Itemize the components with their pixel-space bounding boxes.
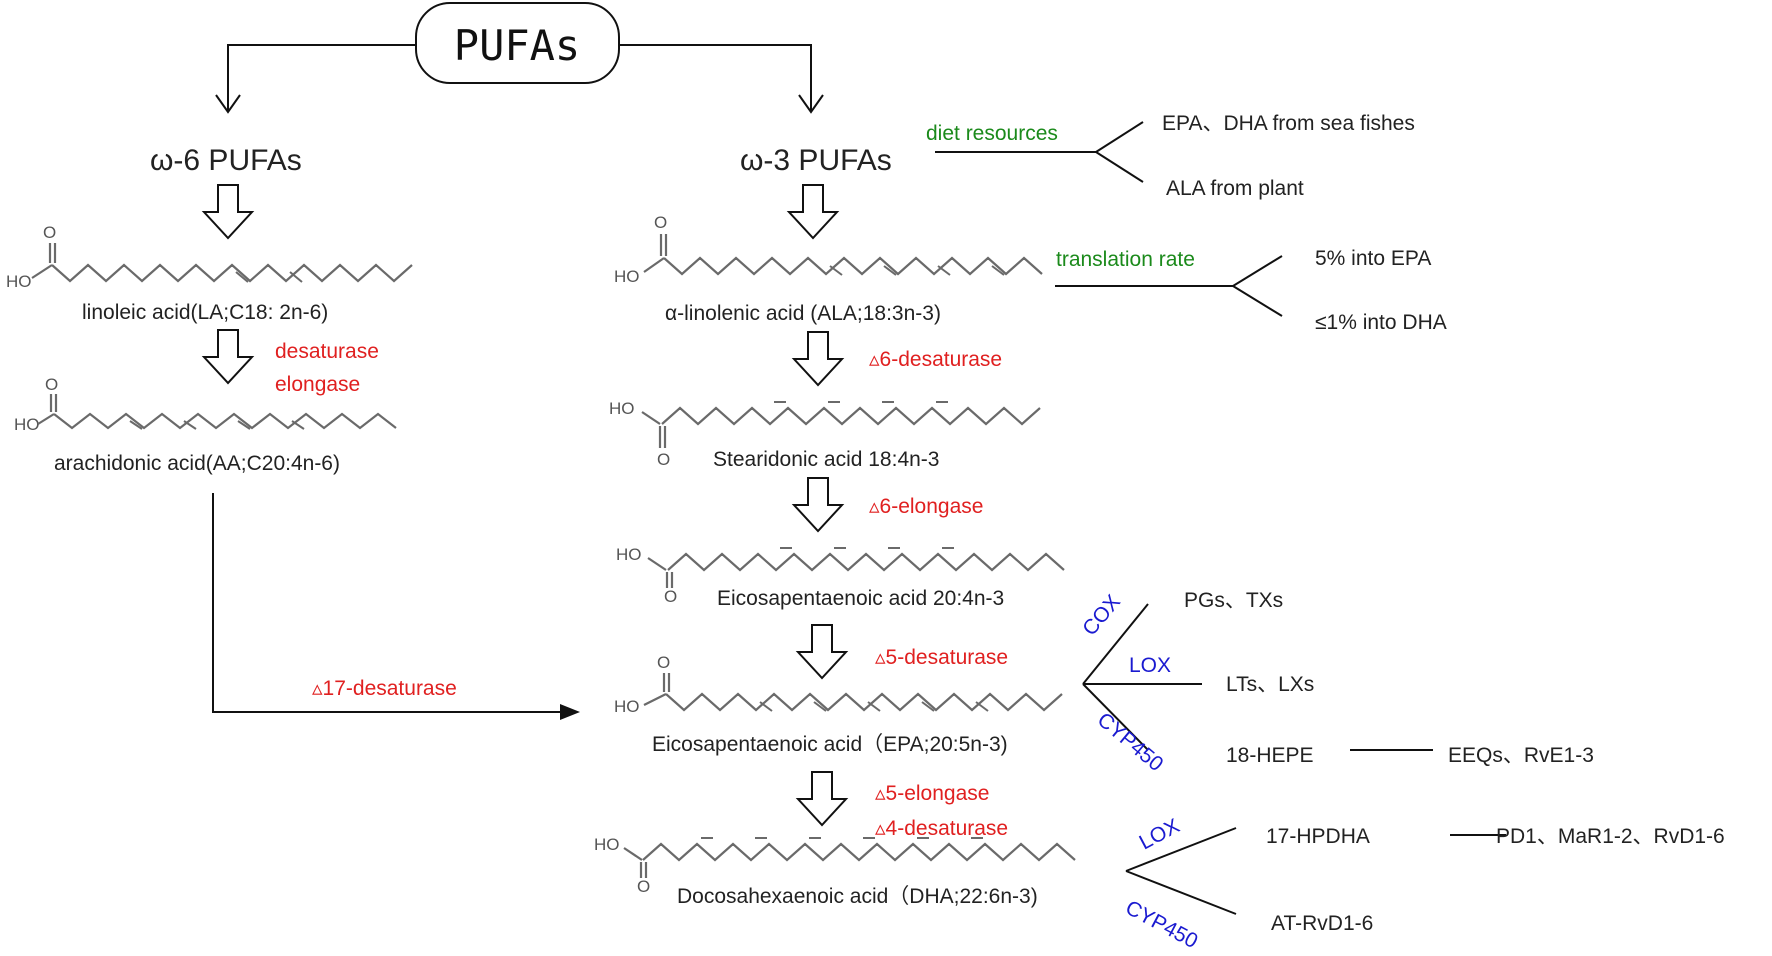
dha-metabolism-fork xyxy=(1125,827,1506,915)
fat-arrow-omega3-2 xyxy=(791,331,845,387)
structure-linoleic-acid: O HO xyxy=(6,223,413,291)
structure-arachidonic-acid: O HO xyxy=(14,375,397,434)
enzyme-d5-elongase: ▵5-elongase xyxy=(875,782,989,805)
label-sda: Stearidonic acid 18:4n-3 xyxy=(713,448,939,471)
label-epa: Eicosapentaenoic acid（EPA;20:5n-3) xyxy=(652,733,1008,756)
structure-ala: O HO xyxy=(614,213,1043,286)
epa-lox-product: LTs、LXs xyxy=(1226,673,1314,696)
omega3-heading: ω-3 PUFAs xyxy=(740,144,892,177)
hydroxyl-label: HO xyxy=(594,835,620,854)
epa-cox-product: PGs、TXs xyxy=(1184,589,1283,612)
oxygen-label: O xyxy=(657,450,670,469)
title-label: PUFAs xyxy=(454,21,580,70)
hydroxyl-label: HO xyxy=(614,697,640,716)
title-node: PUFAs xyxy=(415,2,620,84)
enzyme-d6-elongase: ▵6-elongase xyxy=(869,495,983,518)
dha-lox-label: LOX xyxy=(1136,814,1184,854)
label-dha: Docosahexaenoic acid（DHA;22:6n-3) xyxy=(677,885,1038,908)
aa-to-epa-connector xyxy=(212,493,580,720)
structure-dha: HO O xyxy=(594,835,1076,896)
hydroxyl-label: HO xyxy=(616,545,642,564)
translation-rate-label: translation rate xyxy=(1056,248,1195,271)
label-ala: α-linolenic acid (ALA;18:3n-3) xyxy=(665,302,941,325)
omega6-heading: ω-6 PUFAs xyxy=(150,144,302,177)
translation-item-dha: ≤1% into DHA xyxy=(1315,311,1447,334)
enzyme-elongase: elongase xyxy=(275,373,360,396)
title-connectors xyxy=(215,44,824,114)
epa-cox-label: COX xyxy=(1078,591,1125,641)
label-eta: Eicosapentaenoic acid 20:4n-3 xyxy=(717,587,1004,610)
structure-sda: HO O xyxy=(609,399,1041,469)
fat-arrow-omega3-1 xyxy=(786,184,840,240)
fat-arrow-omega6-2 xyxy=(201,329,255,385)
epa-lox-label: LOX xyxy=(1129,654,1171,677)
fat-arrow-omega3-4 xyxy=(795,624,849,680)
oxygen-label: O xyxy=(45,375,58,394)
label-arachidonic-acid: arachidonic acid(AA;C20:4n-6) xyxy=(54,452,340,475)
hydroxyl-label: HO xyxy=(609,399,635,418)
enzyme-d17-desaturase: ▵17-desaturase xyxy=(312,677,457,700)
oxygen-label: O xyxy=(657,653,670,672)
enzyme-d4-desaturase: ▵4-desaturase xyxy=(875,817,1008,840)
epa-cyp-product: 18-HEPE xyxy=(1226,744,1314,767)
epa-metabolism-fork xyxy=(1082,603,1433,751)
dha-cyp450-label: CYP450 xyxy=(1122,896,1202,953)
enzyme-desaturase: desaturase xyxy=(275,340,379,363)
dha-lox-downstream: PD1、MaR1-2、RvD1-6 xyxy=(1496,825,1725,848)
fat-arrow-omega3-5 xyxy=(795,771,849,827)
label-linoleic-acid: linoleic acid(LA;C18: 2n-6) xyxy=(82,301,328,324)
enzyme-d6-desaturase: ▵6-desaturase xyxy=(869,348,1002,371)
enzyme-d5-desaturase: ▵5-desaturase xyxy=(875,646,1008,669)
dha-lox-product: 17-HPDHA xyxy=(1266,825,1370,848)
oxygen-label: O xyxy=(654,213,667,232)
hydroxyl-label: HO xyxy=(6,272,32,291)
epa-cyp-downstream: EEQs、RvE1-3 xyxy=(1448,744,1594,767)
diet-resources-label: diet resources xyxy=(926,122,1058,145)
fat-arrow-omega6-1 xyxy=(201,184,255,240)
dha-cyp-product: AT-RvD1-6 xyxy=(1271,912,1373,935)
fat-arrow-omega3-3 xyxy=(791,477,845,533)
diet-item-plant: ALA from plant xyxy=(1166,177,1304,200)
diet-fork xyxy=(935,121,1144,183)
hydroxyl-label: HO xyxy=(614,267,640,286)
oxygen-label: O xyxy=(637,877,650,896)
oxygen-label: O xyxy=(43,223,56,242)
translation-item-epa: 5% into EPA xyxy=(1315,247,1431,270)
structure-epa: O HO xyxy=(614,653,1063,716)
diet-item-fish: EPA、DHA from sea fishes xyxy=(1162,112,1415,135)
oxygen-label: O xyxy=(664,587,677,606)
translation-fork xyxy=(1055,255,1283,317)
structure-eta: HO O xyxy=(616,545,1065,606)
epa-cyp450-label: CYP450 xyxy=(1093,708,1168,776)
hydroxyl-label: HO xyxy=(14,415,40,434)
